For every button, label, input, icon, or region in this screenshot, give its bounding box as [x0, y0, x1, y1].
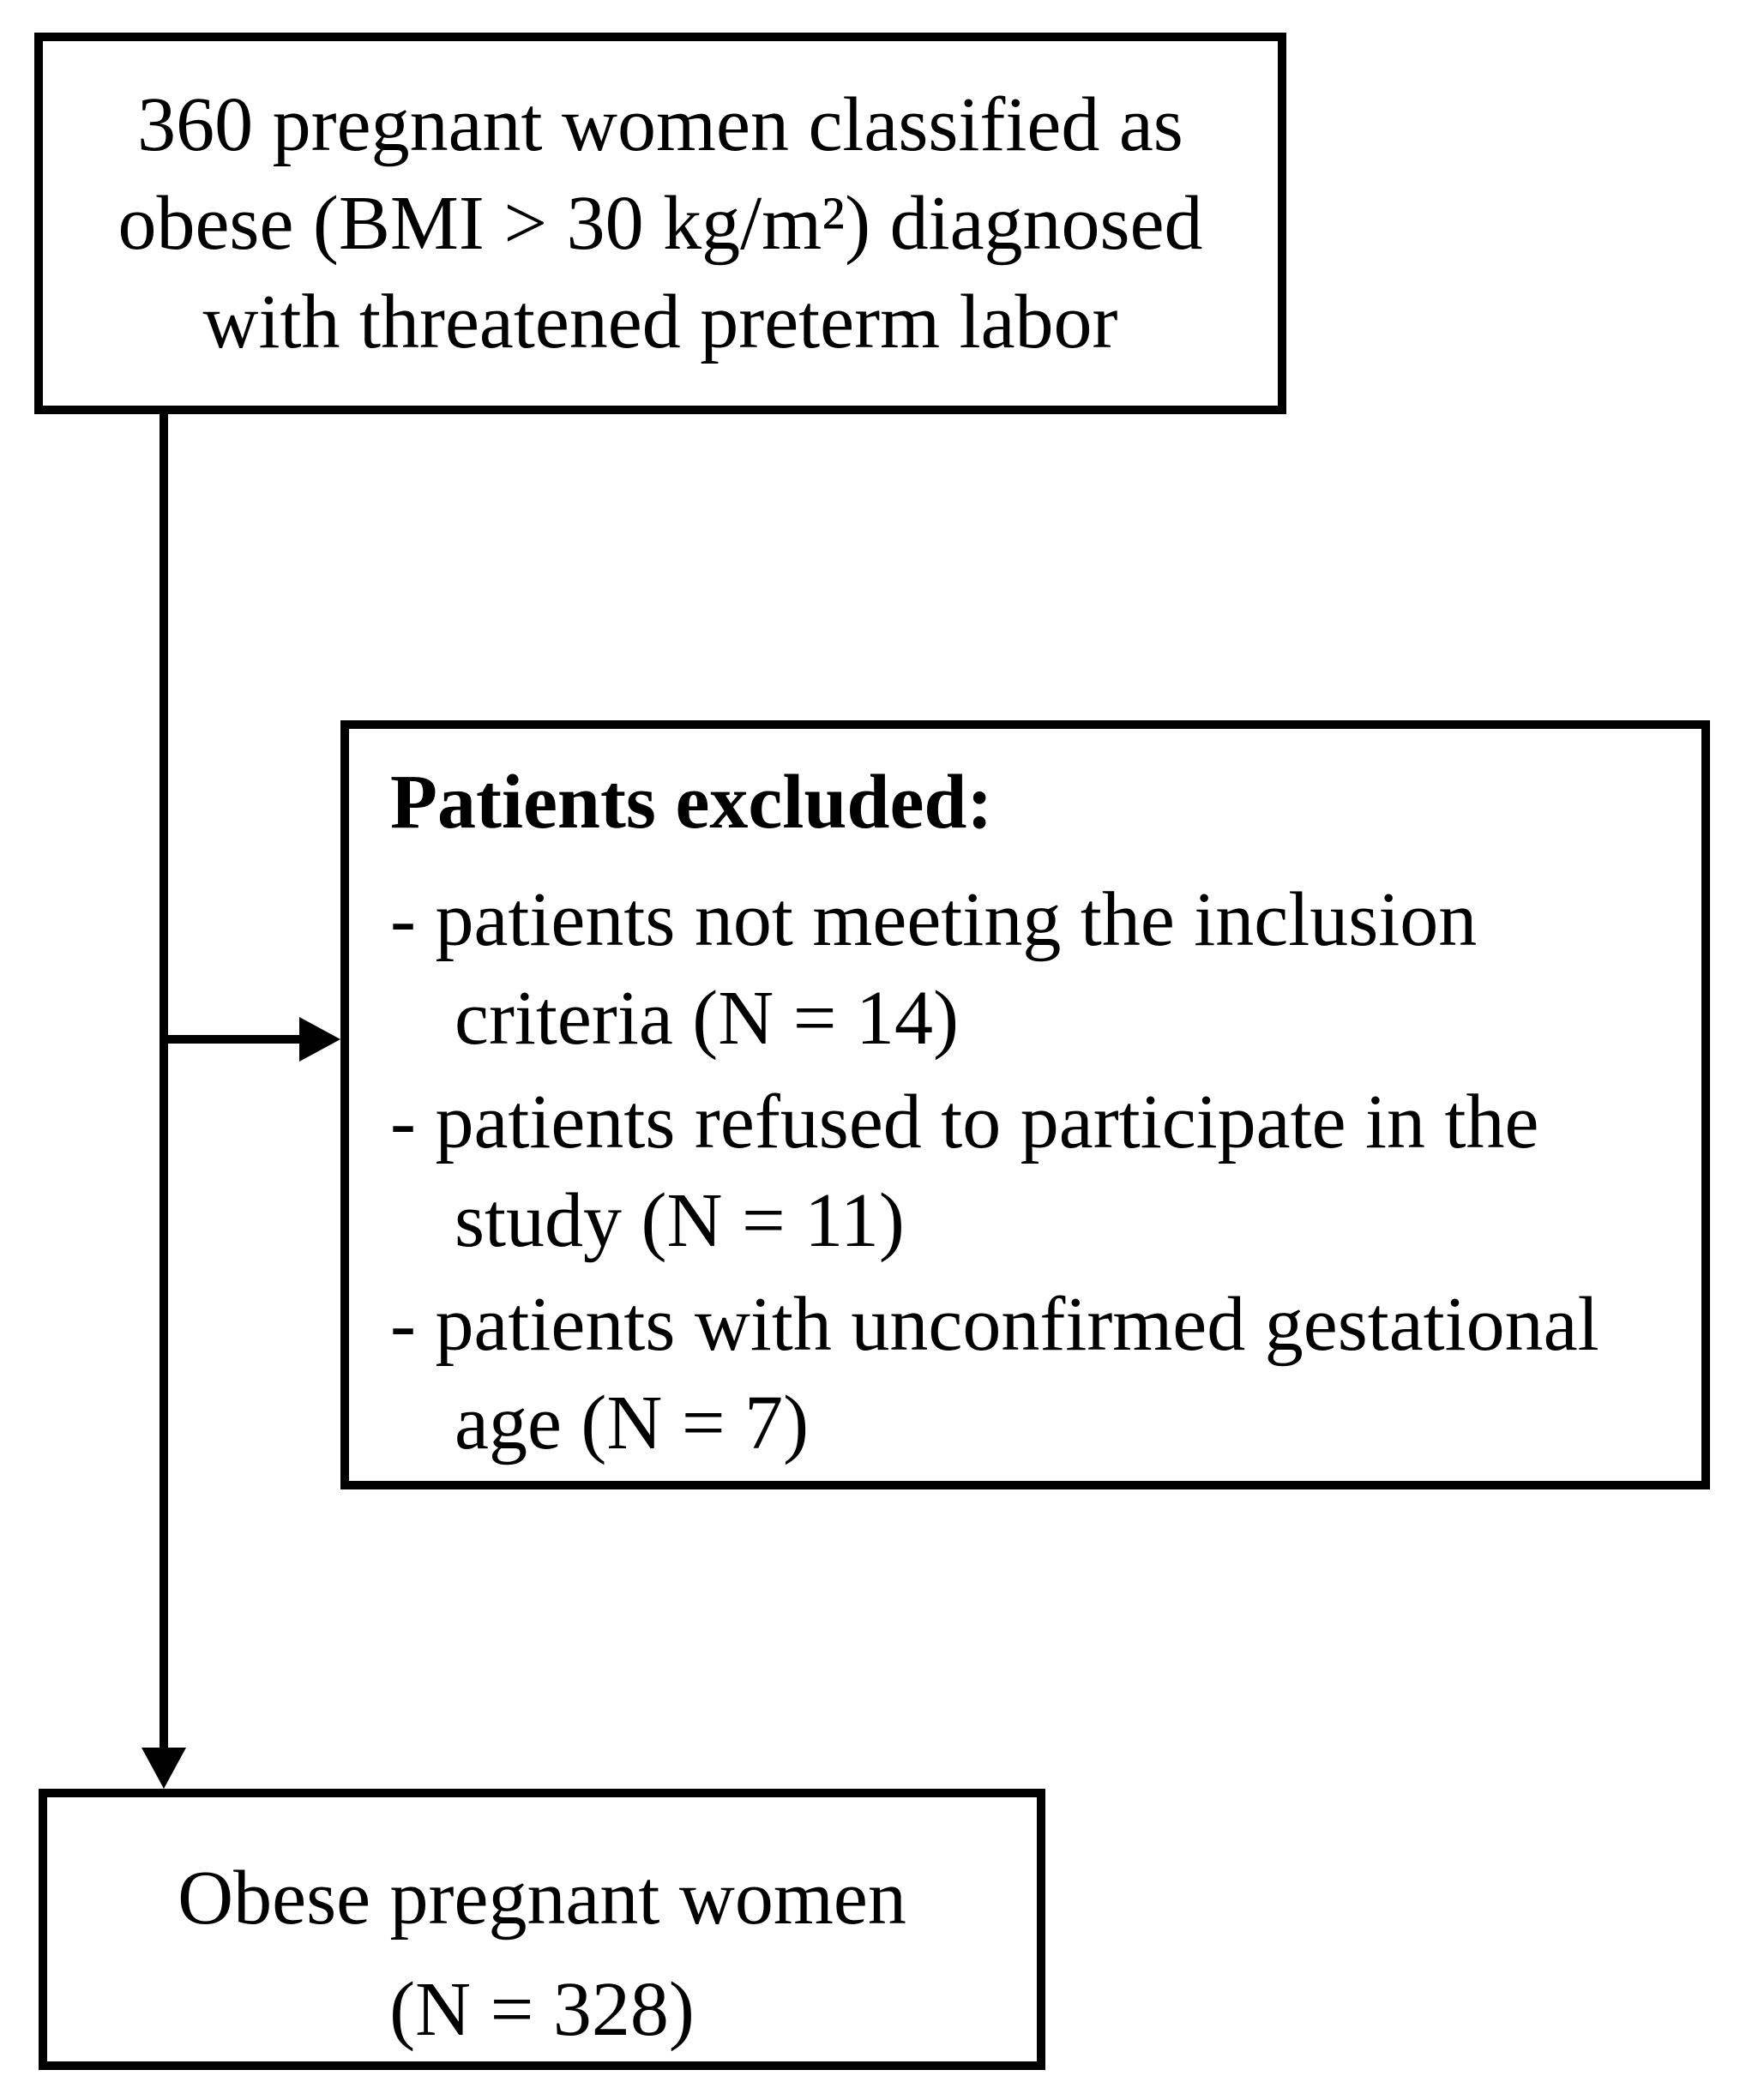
- arrowhead-down-icon: [141, 1748, 186, 1789]
- excluded-item-line: criteria (N = 14): [455, 976, 959, 1061]
- excluded-item: - patients with unconfirmed gestational …: [390, 1275, 1684, 1472]
- excluded-box: Patients excluded: - patients not meetin…: [340, 720, 1710, 1489]
- excluded-item-line: - patients refused to participate in the: [390, 1080, 1539, 1164]
- excluded-item-line: age (N = 7): [455, 1381, 810, 1465]
- excluded-item-line: - patients with unconfirmed gestational: [390, 1282, 1599, 1367]
- excluded-title: Patients excluded:: [390, 760, 993, 845]
- excluded-item: - patients refused to participate in the…: [390, 1073, 1684, 1270]
- enrollment-box: 360 pregnant women classified as obese (…: [34, 33, 1286, 414]
- excluded-item-line: - patients not meeting the inclusion: [390, 877, 1478, 962]
- excluded-item: - patients not meeting the inclusion cri…: [390, 870, 1684, 1068]
- horizontal-connector-line: [164, 1035, 301, 1044]
- enrollment-text-line: with threatened preterm labor: [202, 280, 1118, 364]
- arrowhead-right-icon: [299, 1017, 340, 1062]
- excluded-item-line: study (N = 11): [455, 1178, 905, 1263]
- outcome-text-line: (N = 328): [389, 1967, 695, 2052]
- outcome-box: Obese pregnant women (N = 328): [39, 1789, 1045, 2070]
- enrollment-text-line: 360 pregnant women classified as: [137, 82, 1183, 167]
- enrollment-text-line: obese (BMI > 30 kg/m²) diagnosed: [117, 181, 1203, 266]
- vertical-connector-line: [160, 414, 168, 1748]
- outcome-text-line: Obese pregnant women: [178, 1856, 906, 1941]
